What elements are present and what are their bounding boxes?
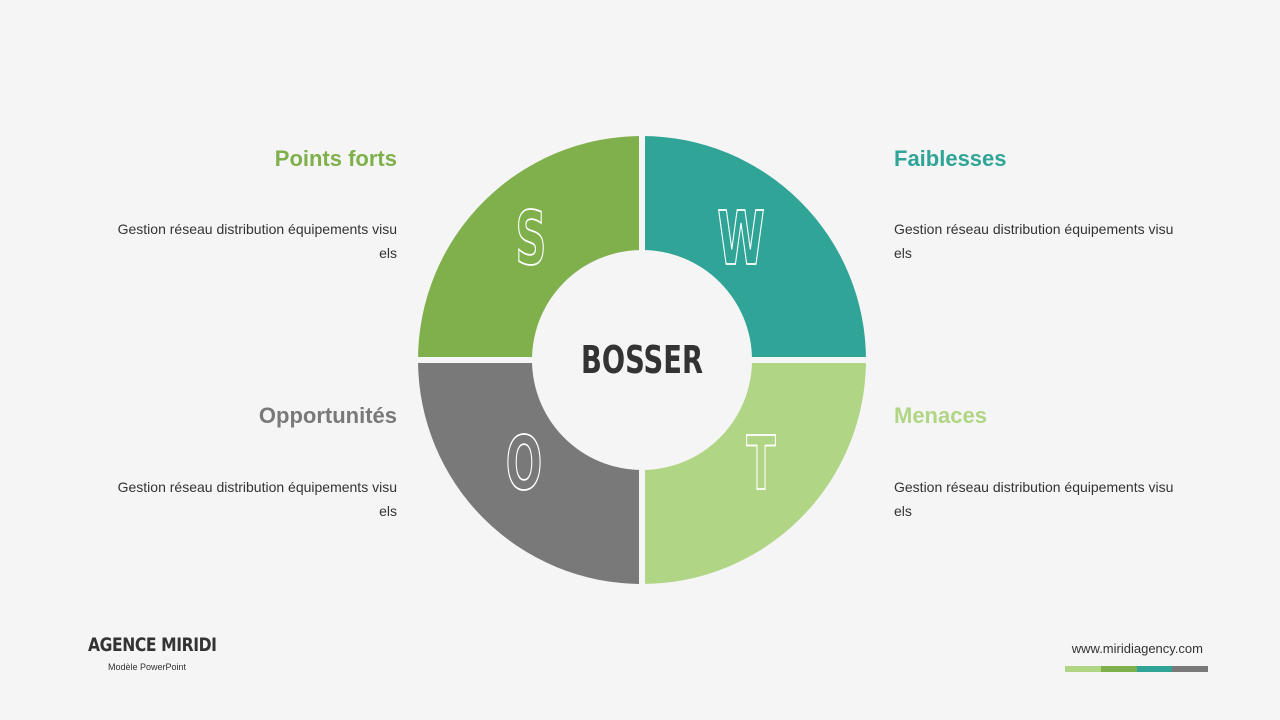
swot-ring-diagram: S W O T BOSSER — [410, 128, 874, 592]
strengths-description: Gestion réseau distribution équipements … — [97, 217, 397, 265]
letter-o: O — [506, 422, 542, 508]
center-label: BOSSER — [581, 337, 703, 382]
brand-logo-text: AGENCE MIRIDI — [88, 634, 217, 656]
opportunities-description-line-1: Gestion réseau distribution équipements … — [117, 479, 397, 495]
strengths-title: Points forts — [274, 146, 397, 171]
strengths-description-line-1: Gestion réseau distribution équipements … — [117, 221, 397, 237]
weaknesses-description-line-2: els — [894, 245, 912, 261]
threats-description: Gestion réseau distribution équipements … — [894, 475, 1194, 523]
color-bar-segment-3 — [1136, 666, 1173, 672]
footer-color-bar — [1065, 666, 1208, 672]
website-link[interactable]: www.miridiagency.com — [1071, 641, 1203, 656]
opportunities-description: Gestion réseau distribution équipements … — [97, 475, 397, 523]
weaknesses-description-line-1: Gestion réseau distribution équipements … — [894, 221, 1174, 237]
strengths-description-line-2: els — [379, 245, 397, 261]
threats-description-line-2: els — [894, 503, 912, 519]
color-bar-segment-4 — [1172, 666, 1208, 672]
threats-description-line-1: Gestion réseau distribution équipements … — [894, 479, 1174, 495]
brand-subtitle: Modèle PowerPoint — [107, 662, 187, 672]
letter-t: T — [746, 422, 775, 508]
weaknesses-segment — [642, 136, 866, 360]
threats-title: Menaces — [894, 403, 987, 428]
strengths-segment — [418, 136, 642, 360]
weaknesses-title: Faiblesses — [894, 146, 1007, 171]
threats-segment — [642, 360, 866, 584]
letter-w: W — [717, 197, 764, 283]
color-bar-segment-2 — [1100, 666, 1137, 672]
center-circle — [534, 252, 750, 468]
opportunities-segment — [418, 360, 642, 584]
color-bar-segment-1 — [1065, 666, 1101, 672]
opportunities-description-line-2: els — [379, 503, 397, 519]
opportunities-title: Opportunités — [258, 403, 397, 428]
letter-s: S — [516, 197, 547, 283]
weaknesses-description: Gestion réseau distribution équipements … — [894, 217, 1194, 265]
